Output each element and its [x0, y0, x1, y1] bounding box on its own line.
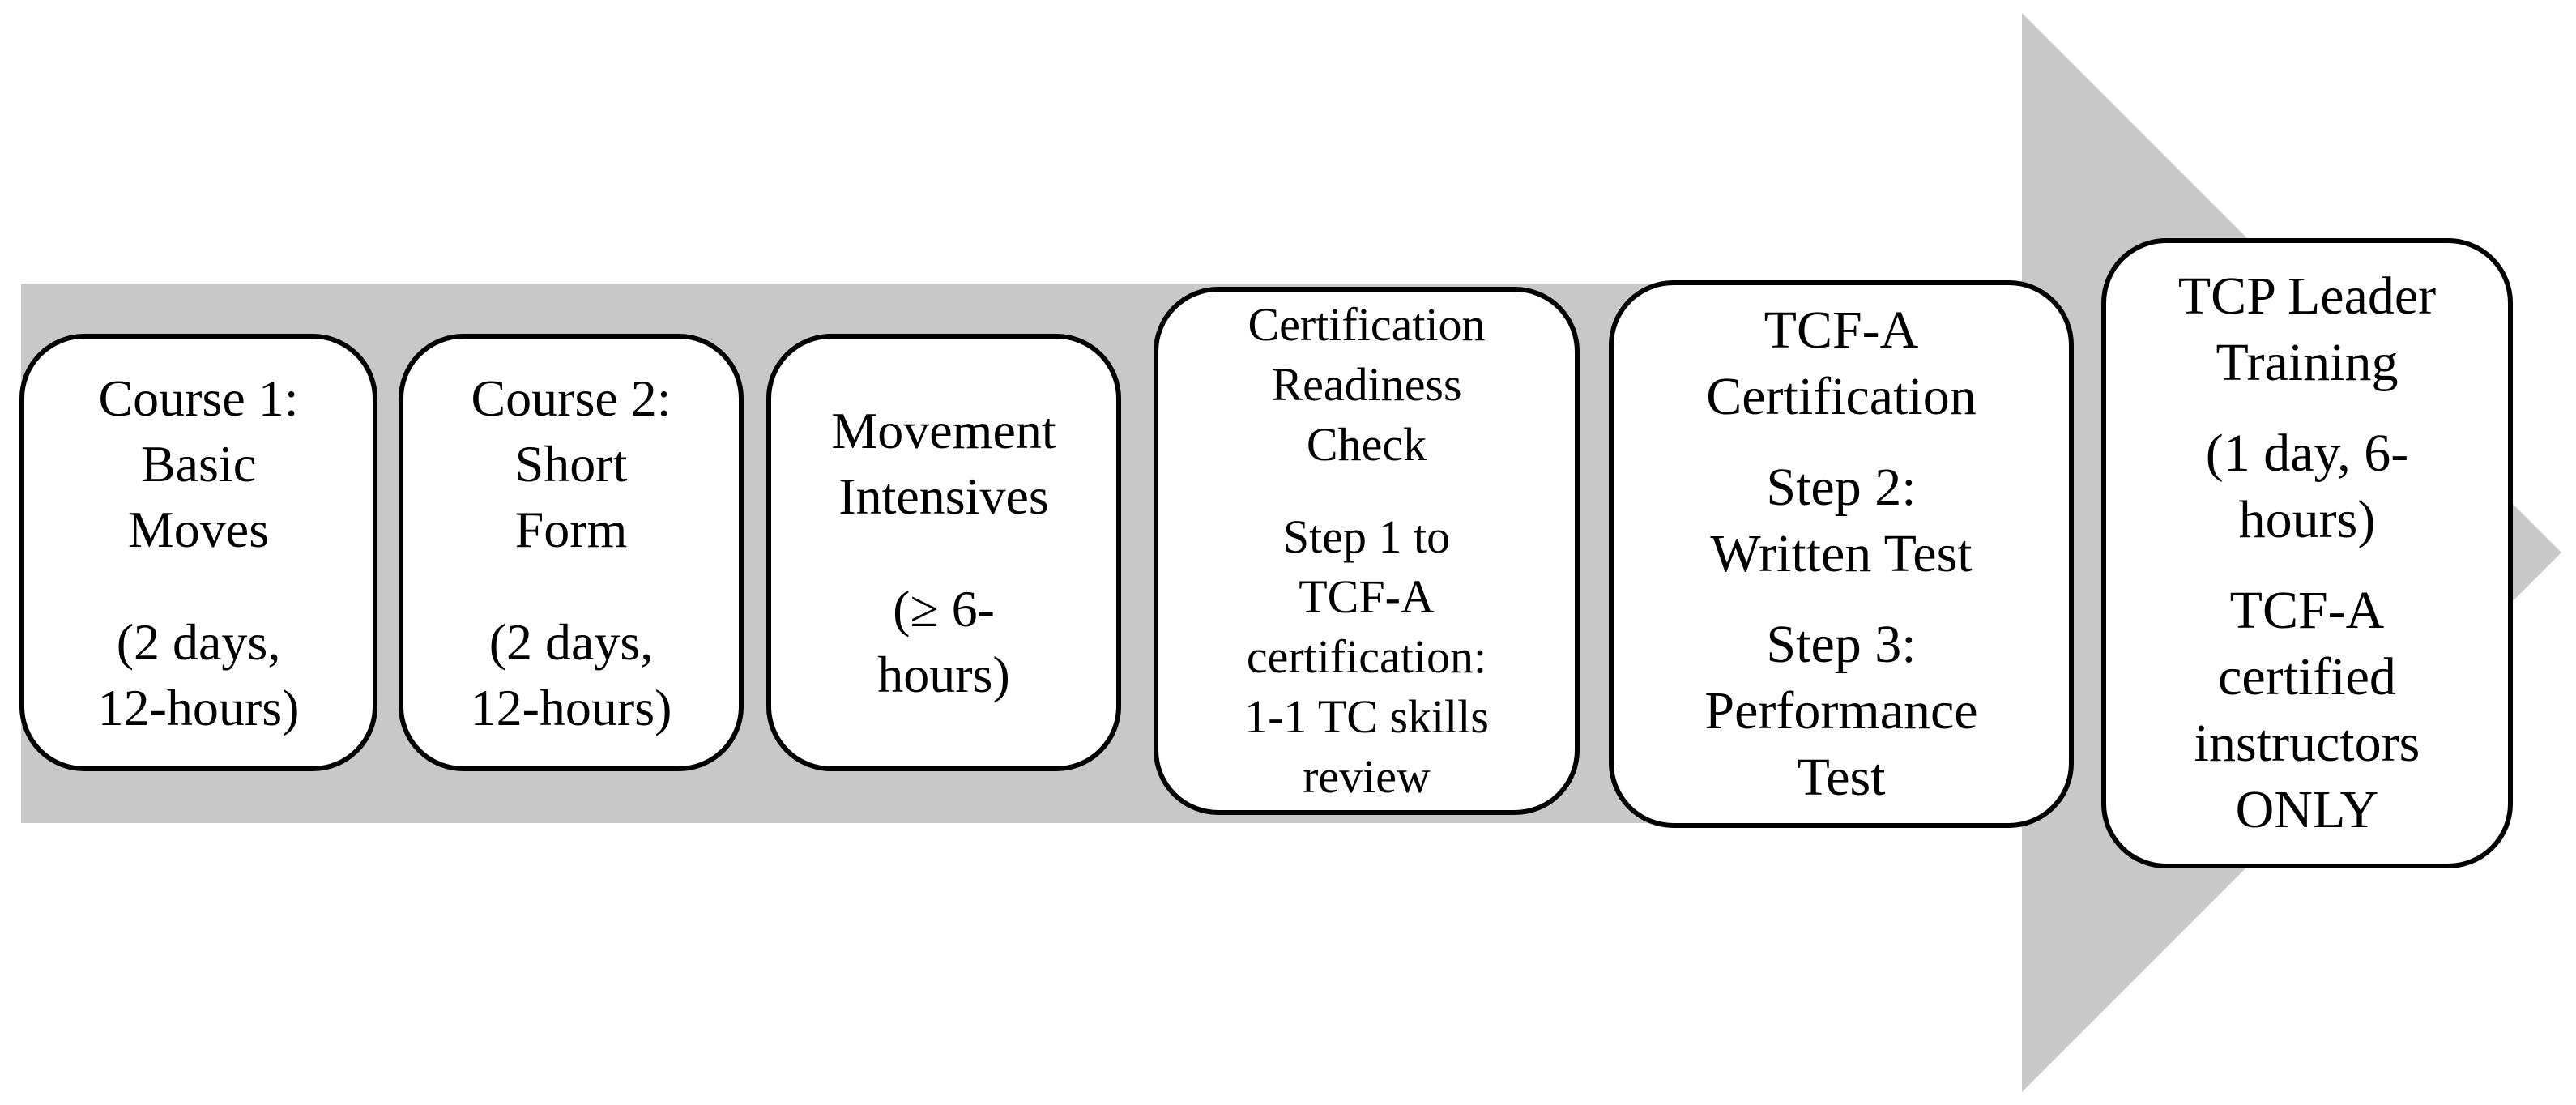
step-box-tcp-leader-training: TCP Leader Training (1 day, 6- hours) TC…	[2101, 238, 2513, 868]
step-detail: (1 day, 6- hours)	[2205, 424, 2409, 549]
step-heading: TCP Leader Training	[2177, 267, 2437, 392]
step-box-course-2: Course 2: Short Form (2 days, 12-hours)	[399, 334, 744, 771]
step-detail: Step 1 to TCF-A certification: 1-1 TC sk…	[1244, 510, 1489, 803]
step-box-tcf-a-certification: TCF-A Certification Step 2: Written Test…	[1609, 280, 2074, 828]
step-box-course-1: Course 1: Basic Moves (2 days, 12-hours)	[19, 334, 377, 771]
step-detail-secondary: Step 3: Performance Test	[1704, 615, 1978, 807]
step-box-certification-readiness-check: Certification Readiness Check Step 1 to …	[1154, 287, 1580, 815]
step-detail: (≥ 6- hours)	[877, 580, 1010, 703]
step-box-movement-intensives: Movement Intensives (≥ 6- hours)	[766, 334, 1121, 771]
step-detail-secondary: TCF-A certified instructors ONLY	[2194, 581, 2420, 839]
step-detail: (2 days, 12-hours)	[470, 612, 672, 736]
step-detail: (2 days, 12-hours)	[97, 612, 300, 736]
step-detail: Step 2: Written Test	[1710, 458, 1973, 583]
step-heading: Course 1: Basic Moves	[98, 369, 299, 558]
step-heading: Movement Intensives	[831, 402, 1056, 525]
step-heading: TCF-A Certification	[1706, 301, 1977, 426]
step-heading: Certification Readiness Check	[1247, 298, 1486, 471]
step-heading: Course 2: Short Form	[471, 369, 672, 558]
